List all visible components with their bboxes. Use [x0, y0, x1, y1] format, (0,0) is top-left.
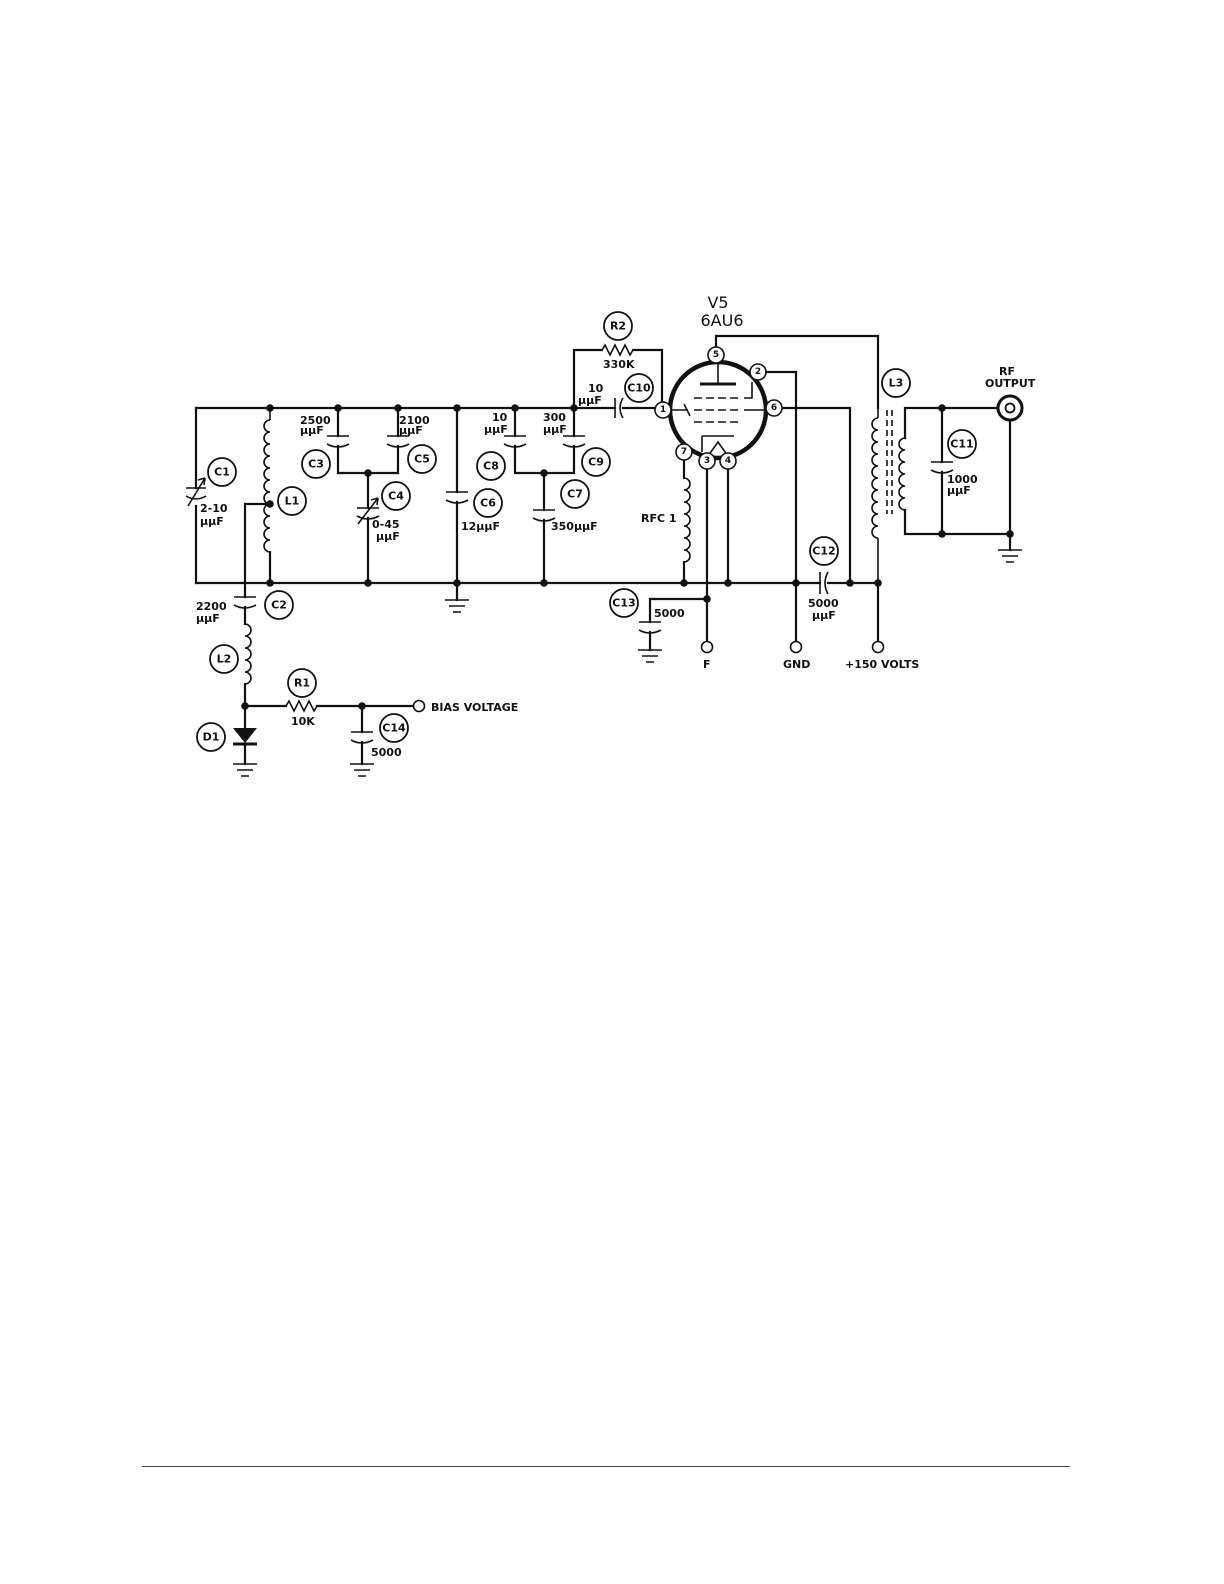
svg-text:7: 7: [681, 447, 687, 457]
v5-tube: V5 6AU6 5 2 1 6 7 3 4: [655, 293, 878, 640]
c7-capacitor: C7 350µµF: [533, 473, 598, 583]
svg-text:C13: C13: [612, 597, 635, 610]
svg-text:µµF: µµF: [200, 515, 224, 528]
c6-capacitor: C6 12µµF: [445, 408, 502, 612]
c5-capacitor: C5 2100 µµF: [387, 408, 436, 473]
svg-text:µµF: µµF: [399, 424, 423, 437]
svg-text:GND: GND: [783, 658, 810, 671]
svg-text:L1: L1: [285, 495, 300, 508]
svg-text:V5: V5: [707, 293, 728, 312]
svg-text:R1: R1: [294, 677, 310, 690]
svg-text:C5: C5: [414, 453, 430, 466]
c3-capacitor: C3 2500 µµF: [300, 408, 398, 478]
c4-variable-capacitor: C4 0-45 µµF: [357, 473, 410, 583]
svg-text:C4: C4: [388, 490, 404, 503]
svg-text:C10: C10: [627, 382, 651, 395]
c14-capacitor: C14 5000: [350, 706, 408, 776]
d1-diode: D1: [197, 723, 257, 776]
svg-text:C3: C3: [308, 458, 324, 471]
b-plus-terminal: +150 VOLTS: [845, 583, 919, 671]
svg-text:C1: C1: [214, 466, 230, 479]
svg-text:6AU6: 6AU6: [700, 311, 743, 330]
svg-text:1: 1: [660, 405, 666, 415]
c11-capacitor: C11 1000 µµF: [931, 408, 978, 534]
svg-text:5: 5: [713, 350, 719, 360]
svg-text:µµF: µµF: [812, 609, 836, 622]
c1-variable-capacitor: C1 2-10 µµF: [186, 458, 236, 528]
svg-text:C6: C6: [480, 497, 496, 510]
footer-divider: [142, 1466, 1070, 1467]
svg-text:330K: 330K: [603, 358, 635, 371]
svg-text:RFC 1: RFC 1: [641, 512, 677, 525]
l2-inductor: L2: [210, 624, 251, 728]
svg-text:3: 3: [704, 456, 710, 466]
f-terminal: F: [702, 642, 713, 672]
svg-text:µµF: µµF: [484, 423, 508, 436]
svg-text:C9: C9: [588, 456, 604, 469]
svg-text:L3: L3: [889, 377, 904, 390]
svg-text:D1: D1: [203, 731, 220, 744]
svg-text:C12: C12: [812, 545, 835, 558]
svg-text:µµF: µµF: [196, 612, 220, 625]
svg-text:F: F: [703, 658, 711, 671]
rf-output-jack: RF OUTPUT: [942, 365, 1036, 562]
svg-text:2-10: 2-10: [200, 502, 228, 515]
c9-capacitor: C9 300 µµF: [543, 408, 610, 476]
c13-capacitor: C13 5000: [610, 589, 707, 662]
svg-text:5000: 5000: [654, 607, 685, 620]
svg-text:12µµF: 12µµF: [461, 520, 500, 533]
svg-text:C2: C2: [271, 599, 287, 612]
svg-text:OUTPUT: OUTPUT: [985, 377, 1036, 390]
svg-text:6: 6: [771, 403, 777, 413]
svg-text:µµF: µµF: [376, 530, 400, 543]
svg-text:350µµF: 350µµF: [551, 520, 598, 533]
svg-text:4: 4: [725, 456, 731, 466]
c10-capacitor: C10 10 µµF: [578, 374, 653, 418]
svg-text:C8: C8: [483, 460, 499, 473]
svg-text:µµF: µµF: [578, 394, 602, 407]
svg-text:C14: C14: [382, 722, 406, 735]
svg-text:2: 2: [755, 367, 761, 377]
c12-capacitor: C12 5000 µµF: [808, 537, 839, 622]
gnd-terminal: GND: [783, 583, 810, 671]
svg-text:5000: 5000: [371, 746, 402, 759]
svg-text:R2: R2: [610, 320, 626, 333]
svg-text:µµF: µµF: [300, 424, 324, 437]
svg-text:+150 VOLTS: +150 VOLTS: [845, 658, 919, 671]
svg-text:10K: 10K: [291, 715, 315, 728]
svg-text:µµF: µµF: [543, 423, 567, 436]
svg-text:L2: L2: [217, 653, 232, 666]
svg-text:µµF: µµF: [947, 484, 971, 497]
bias-voltage-terminal: BIAS VOLTAGE: [414, 701, 519, 715]
rfc1-choke: RFC 1: [641, 478, 690, 583]
svg-text:C7: C7: [567, 488, 583, 501]
svg-text:BIAS VOLTAGE: BIAS VOLTAGE: [431, 701, 518, 714]
svg-text:C11: C11: [950, 438, 973, 451]
